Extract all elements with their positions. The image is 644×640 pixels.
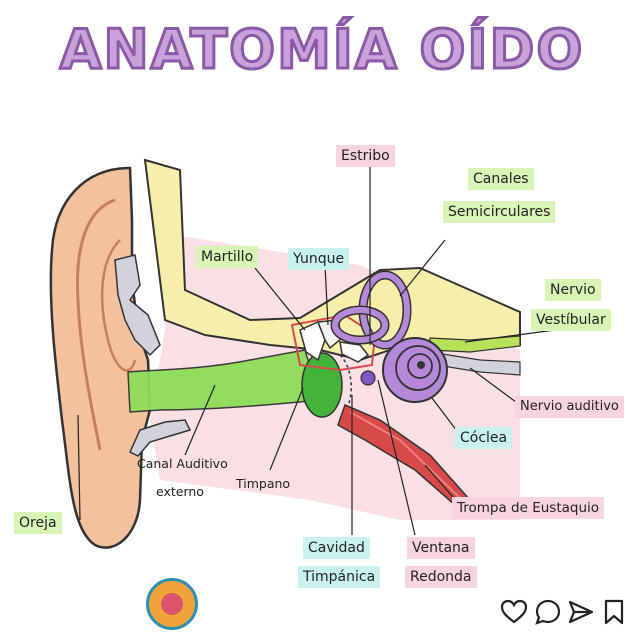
label-cavidad: Cavidad xyxy=(303,537,370,559)
label-coclea: Cóclea xyxy=(455,427,512,449)
label-timpano: Timpano xyxy=(236,476,290,491)
label-canal-auditivo: Canal Auditivo xyxy=(137,456,228,471)
label-vestibular: Vestíbular xyxy=(531,309,611,331)
label-semicirculares: Semicirculares xyxy=(443,201,555,223)
label-redonda: Redonda xyxy=(405,566,477,588)
label-martillo: Martillo xyxy=(196,246,258,268)
label-estribo: Estribo xyxy=(336,145,395,167)
bookmark-icon[interactable] xyxy=(602,598,626,626)
cochlea-center xyxy=(417,361,425,369)
heart-icon[interactable] xyxy=(500,598,528,626)
label-yunque: Yunque xyxy=(288,248,349,270)
round-window xyxy=(361,371,375,385)
cochlea-outer xyxy=(383,338,447,402)
label-nervio-auditivo: Nervio auditivo xyxy=(515,396,624,418)
label-ventana: Ventana xyxy=(407,537,475,559)
label-externo: externo xyxy=(156,484,204,499)
label-nervio: Nervio xyxy=(545,279,601,301)
comment-icon[interactable] xyxy=(534,598,562,626)
label-timpanica: Timpánica xyxy=(298,566,380,588)
label-canales: Canales xyxy=(468,168,534,190)
label-oreja: Oreja xyxy=(14,512,62,534)
brand-logo-icon xyxy=(146,578,198,630)
label-trompa: Trompa de Eustaquio xyxy=(452,497,604,519)
send-icon[interactable] xyxy=(567,598,595,626)
brand-logo-inner xyxy=(161,593,183,615)
pinna-outer xyxy=(51,168,150,548)
eardrum xyxy=(302,353,342,417)
